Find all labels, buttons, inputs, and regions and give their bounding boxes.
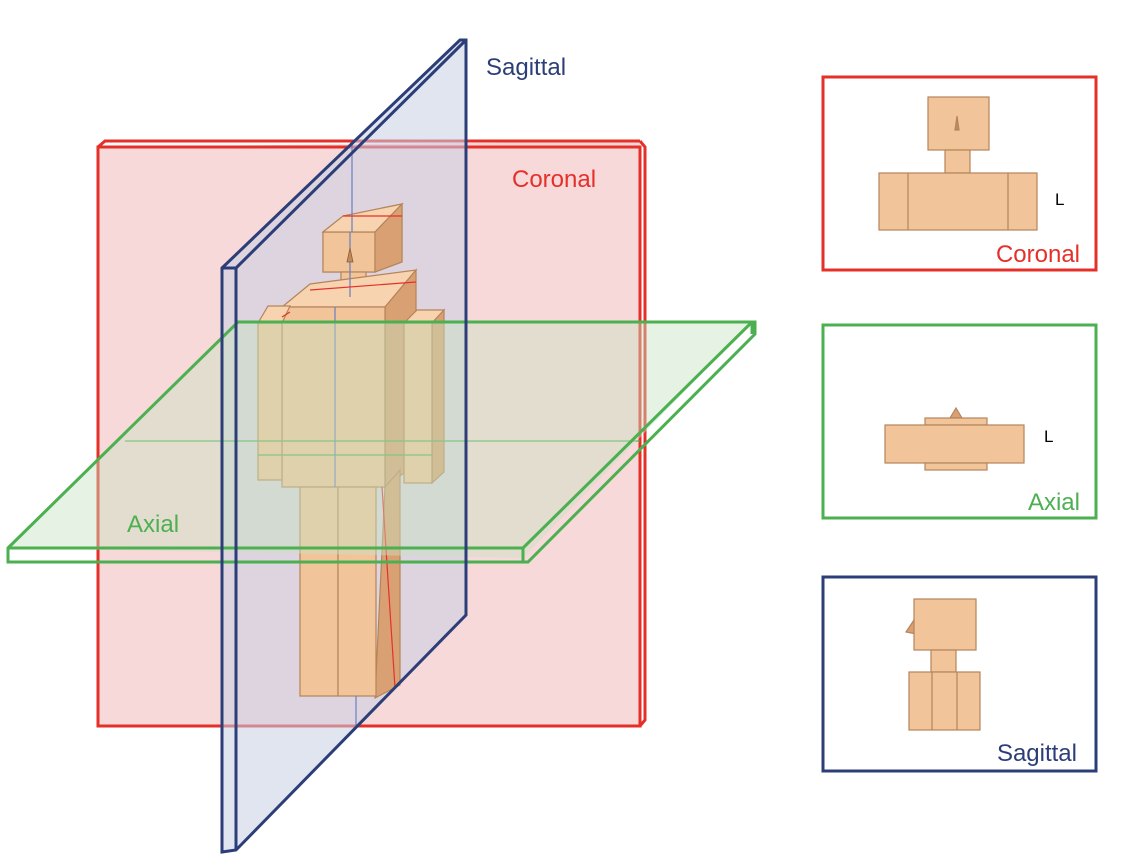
sagittal-plane-outline [220,38,468,854]
sagittal-panel-title: Sagittal [997,740,1077,767]
coronal-panel-title: Coronal [996,241,1080,268]
plane-intersection-lines [125,142,640,726]
axial-panel-title: Axial [1028,489,1080,516]
axial-figure [884,406,1025,471]
axial-view-panel: L Axial [821,323,1098,520]
coronal-left-marker: L [1055,190,1064,209]
sagittal-plane-label: Sagittal [486,54,566,81]
human-figure [256,202,446,700]
coronal-figure [878,96,1038,231]
axial-plane-label: Axial [127,511,179,538]
coronal-plane-label: Coronal [512,166,596,193]
axial-plane [6,320,757,564]
sagittal-view-panel: Sagittal [821,575,1098,773]
sagittal-figure [905,598,981,731]
axial-left-marker: L [1044,427,1053,446]
coronal-view-panel: L Coronal [821,75,1098,272]
